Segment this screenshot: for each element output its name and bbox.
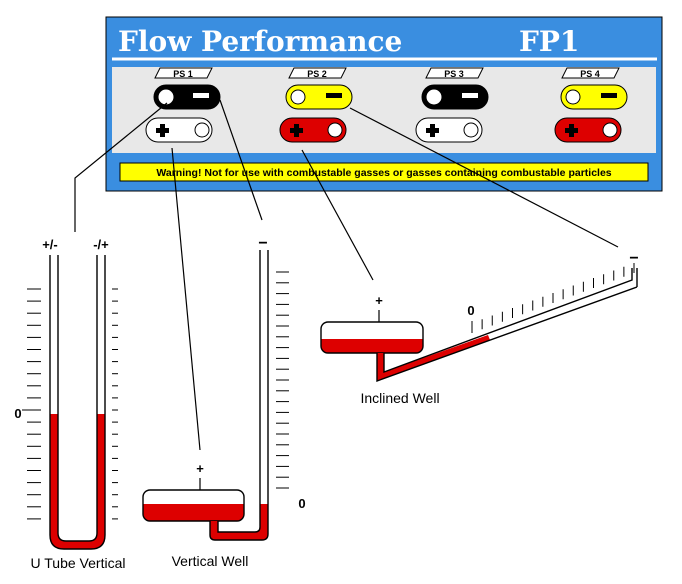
port-ps3[interactable]: PS 3 — [415, 67, 489, 143]
u-tube-outer — [49, 255, 106, 550]
vertical-well-scale — [276, 271, 289, 489]
vertical-well-gauge: + − 0 Vertical Well — [142, 235, 306, 569]
port-label: PS 1 — [173, 69, 193, 79]
u-tube-gauge: +/- -/+ 0 U Tube Vertical — [14, 237, 125, 571]
plus-sign — [156, 124, 169, 137]
negative-connector[interactable] — [285, 84, 353, 110]
positive-connector[interactable] — [279, 117, 347, 143]
vertical-well-minus-label: − — [258, 235, 267, 252]
plus-sign — [426, 124, 439, 137]
vertical-well-plus-label: + — [196, 461, 204, 476]
inclined-well-reservoir-fluid — [321, 339, 423, 353]
port-label: PS 2 — [307, 69, 327, 79]
u-tube-inner — [57, 255, 98, 542]
minus-sign — [193, 93, 209, 98]
u-tube-left-label: +/- — [42, 237, 58, 252]
minus-sign — [462, 93, 478, 98]
negative-connector[interactable] — [560, 84, 628, 110]
panel-model: FP1 — [519, 25, 579, 58]
inclined-well-reservoir — [320, 321, 424, 354]
positive-connector[interactable] — [554, 117, 622, 143]
positive-connector[interactable] — [415, 117, 483, 143]
port-hole — [290, 89, 306, 105]
line-ps1-neg-to-utube — [74, 102, 168, 232]
inclined-well-tube-fluid — [377, 335, 490, 381]
port-label: PS 4 — [580, 69, 600, 79]
port-hole — [602, 122, 618, 138]
negative-connector[interactable] — [421, 84, 489, 110]
port-hole — [194, 122, 210, 138]
negative-connector[interactable] — [153, 84, 221, 110]
warning-box — [119, 162, 649, 182]
vertical-well-name: Vertical Well — [172, 553, 249, 569]
port-hole — [463, 122, 479, 138]
connection-lines — [74, 99, 619, 451]
u-tube-fluid — [50, 414, 105, 549]
inclined-well-plus-label: + — [375, 293, 383, 308]
inclined-well-scale — [471, 263, 635, 333]
port-hole — [425, 88, 443, 106]
positive-connector[interactable] — [145, 117, 213, 143]
port-label: PS 3 — [444, 69, 464, 79]
control-panel: Flow Performance FP1 Warning! Not for us… — [105, 16, 663, 192]
u-tube-zero-label: 0 — [14, 406, 21, 421]
inclined-well-minus-label: − — [629, 250, 638, 267]
line-ps1-pos-to-vwell-plus — [171, 147, 201, 451]
minus-sign — [326, 93, 342, 98]
panel-title: Flow Performance — [118, 25, 402, 58]
line-ps2-neg-to-iwell-minus — [349, 107, 619, 248]
vertical-well-reservoir-fluid — [143, 504, 244, 521]
minus-sign — [601, 93, 617, 98]
inclined-well-zero-label: 0 — [467, 303, 474, 318]
line-ps2-pos-to-iwell-plus — [301, 149, 374, 281]
port-hole — [327, 122, 343, 138]
port-tag — [288, 67, 347, 79]
vertical-well-pipe-fluid — [210, 504, 268, 540]
vertical-well-pipe-inner — [217, 250, 261, 533]
inclined-well-tube-inner — [383, 268, 633, 374]
plus-sign — [290, 124, 303, 137]
port-tag — [561, 67, 620, 79]
port-ps4[interactable]: PS 4 — [554, 67, 628, 143]
plus-sign — [565, 124, 578, 137]
vertical-well-reservoir — [142, 489, 245, 522]
inclined-well-tube-outer — [376, 286, 638, 382]
inclined-well-gauge: + 0 − Inclined Well — [320, 250, 639, 406]
vertical-well-pipe-outer — [209, 250, 269, 541]
warning-text: Warning! Not for use with combustable ga… — [156, 167, 611, 179]
port-tag — [425, 67, 484, 79]
port-tag — [154, 67, 213, 79]
inclined-well-name: Inclined Well — [360, 390, 439, 406]
u-tube-right-label: -/+ — [93, 237, 109, 252]
line-ps1-neg-to-vwell-minus — [219, 99, 263, 221]
port-hole — [157, 88, 175, 106]
port-hole — [565, 89, 581, 105]
u-tube-scale — [22, 288, 118, 520]
u-tube-name: U Tube Vertical — [31, 555, 126, 571]
port-ps2[interactable]: PS 2 — [279, 67, 353, 143]
port-ps1[interactable]: PS 1 — [145, 67, 221, 143]
vertical-well-zero-label: 0 — [298, 496, 305, 511]
